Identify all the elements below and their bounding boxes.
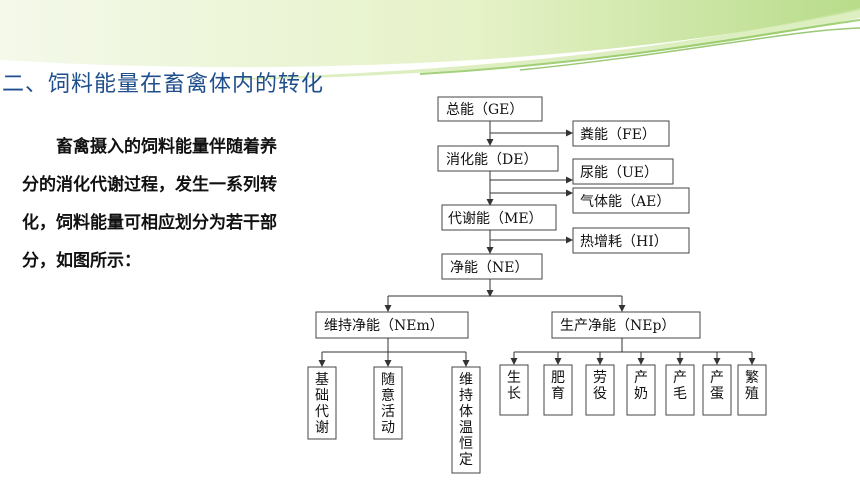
node-nem: 维持净能（NEm）	[315, 311, 469, 339]
node-growth: 生长	[499, 364, 529, 416]
intro-paragraph: 畜禽摄入的饲料能量伴随着养分的消化代谢过程，发生一系列转化，饲料能量可相应划分为…	[22, 128, 284, 280]
node-basal: 基础代谢	[307, 366, 337, 440]
node-fe-label: 粪能（FE）	[580, 127, 656, 143]
node-hi: 热增耗（HI）	[572, 227, 690, 254]
node-nep-label: 生产净能（NEp）	[560, 318, 675, 334]
node-breeding: 繁殖	[737, 364, 767, 416]
node-me: 代谢能（ME）	[441, 204, 557, 231]
node-ue-label: 尿能（UE）	[580, 165, 658, 181]
node-fattening: 肥育	[543, 364, 573, 416]
node-milk-label: 产奶	[634, 370, 648, 402]
branch-connectors	[384, 295, 626, 312]
node-ge: 总能（GE）	[437, 96, 543, 122]
node-me-label: 代谢能（ME）	[448, 211, 543, 227]
node-body-temp-label: 维持体温恒定	[459, 372, 473, 468]
node-egg: 产蛋	[702, 364, 732, 416]
node-de-label: 消化能（DE）	[446, 152, 537, 168]
intro-text: 畜禽摄入的饲料能量伴随着养分的消化代谢过程，发生一系列转化，饲料能量可相应划分为…	[22, 137, 277, 271]
node-labor-label: 劳役	[593, 370, 607, 402]
node-basal-label: 基础代谢	[315, 371, 329, 436]
node-ue: 尿能（UE）	[572, 158, 674, 185]
production-connectors	[510, 338, 756, 365]
maintenance-connectors	[318, 338, 470, 367]
node-growth-label: 生长	[507, 370, 521, 402]
node-ae-label: 气体能（AE）	[580, 194, 670, 210]
node-ge-label: 总能（GE）	[446, 102, 523, 118]
node-hi-label: 热增耗（HI）	[580, 234, 668, 250]
node-activity-label: 随意活动	[381, 372, 395, 436]
node-de: 消化能（DE）	[437, 145, 559, 172]
node-wool: 产毛	[665, 364, 695, 416]
node-breeding-label: 繁殖	[745, 370, 759, 402]
node-ne: 净能（NE）	[441, 253, 543, 280]
node-wool-label: 产毛	[673, 370, 687, 402]
node-ne-label: 净能（NE）	[450, 260, 528, 276]
node-egg-label: 产蛋	[710, 370, 724, 402]
node-body-temp: 维持体温恒定	[451, 366, 481, 474]
loss-connectors	[490, 129, 573, 244]
node-activity: 随意活动	[373, 366, 403, 440]
node-nem-label: 维持净能（NEm）	[324, 318, 444, 334]
node-fe: 粪能（FE）	[572, 120, 670, 147]
node-fattening-label: 肥育	[551, 370, 565, 402]
slide-title: 二、饲料能量在畜禽体内的转化	[2, 72, 325, 97]
node-labor: 劳役	[585, 364, 615, 416]
header-decoration	[0, 0, 860, 80]
node-nep: 生产净能（NEp）	[551, 311, 701, 339]
node-ae: 气体能（AE）	[572, 187, 690, 214]
node-milk: 产奶	[626, 364, 656, 416]
